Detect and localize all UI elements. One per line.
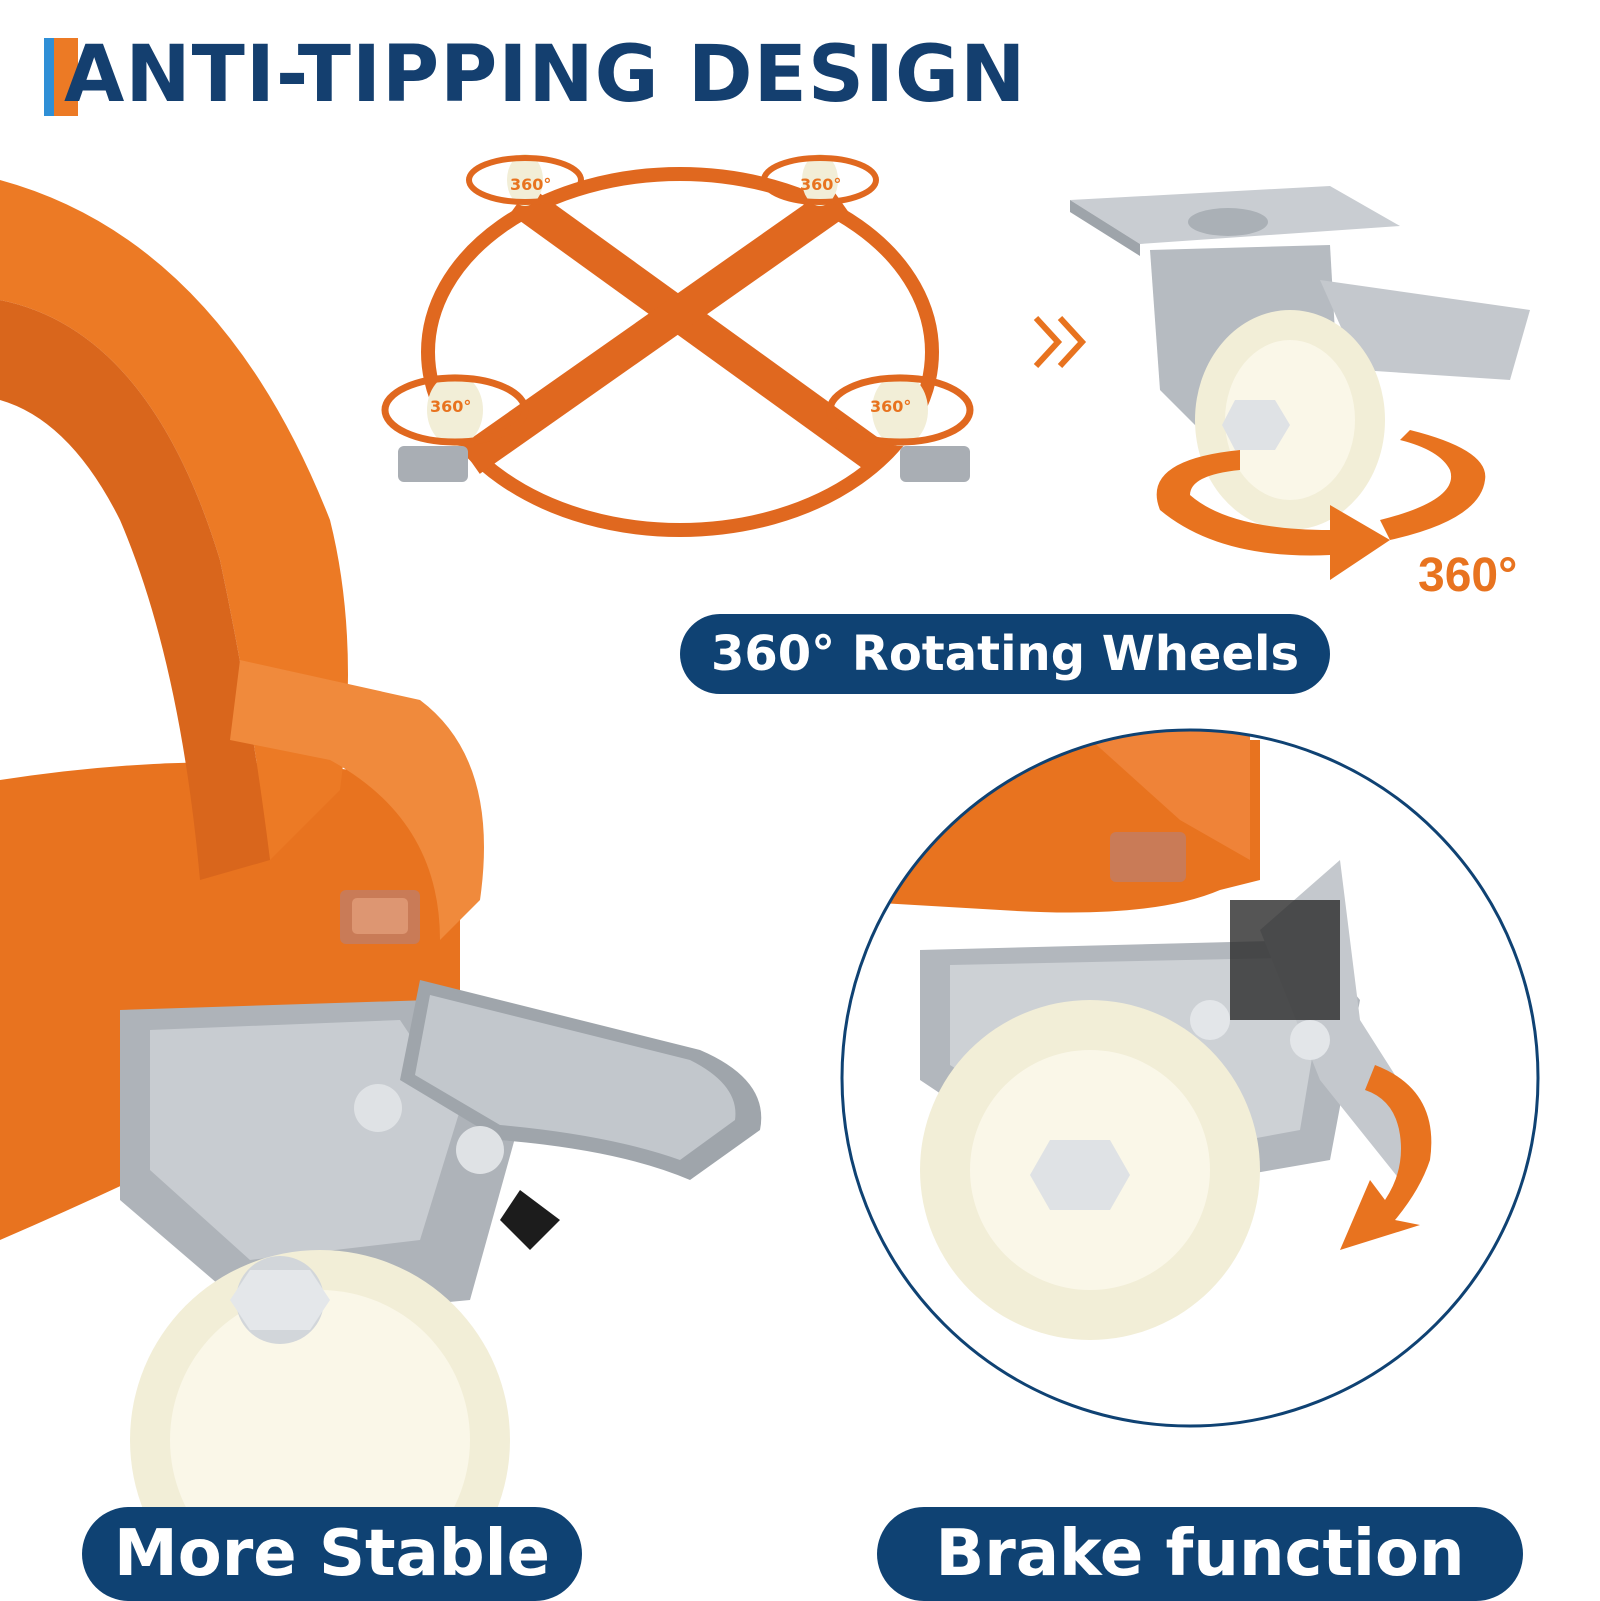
small-360-marker-bottom-left: 360° <box>430 397 471 416</box>
double-chevron-right-icon <box>1033 315 1087 369</box>
small-360-marker-top-right: 360° <box>800 175 841 194</box>
caster-bottom-left <box>381 374 529 482</box>
title-accent-orange <box>54 38 78 116</box>
brake-function-label: Brake function <box>877 1507 1523 1601</box>
small-360-marker-top-left: 360° <box>510 175 551 194</box>
caster-bottom-right <box>826 374 974 482</box>
more-stable-label: More Stable <box>82 1507 582 1601</box>
rotating-wheels-label: 360° Rotating Wheels <box>680 614 1330 694</box>
title-accent-blue <box>44 38 54 116</box>
caster-top-right <box>761 154 879 206</box>
small-360-marker-bottom-right: 360° <box>870 397 911 416</box>
rotation-degree-label: 360° <box>1418 549 1518 602</box>
page-title: ANTI-TIPPING DESIGN <box>64 30 1027 120</box>
caster-top-left <box>466 154 584 206</box>
